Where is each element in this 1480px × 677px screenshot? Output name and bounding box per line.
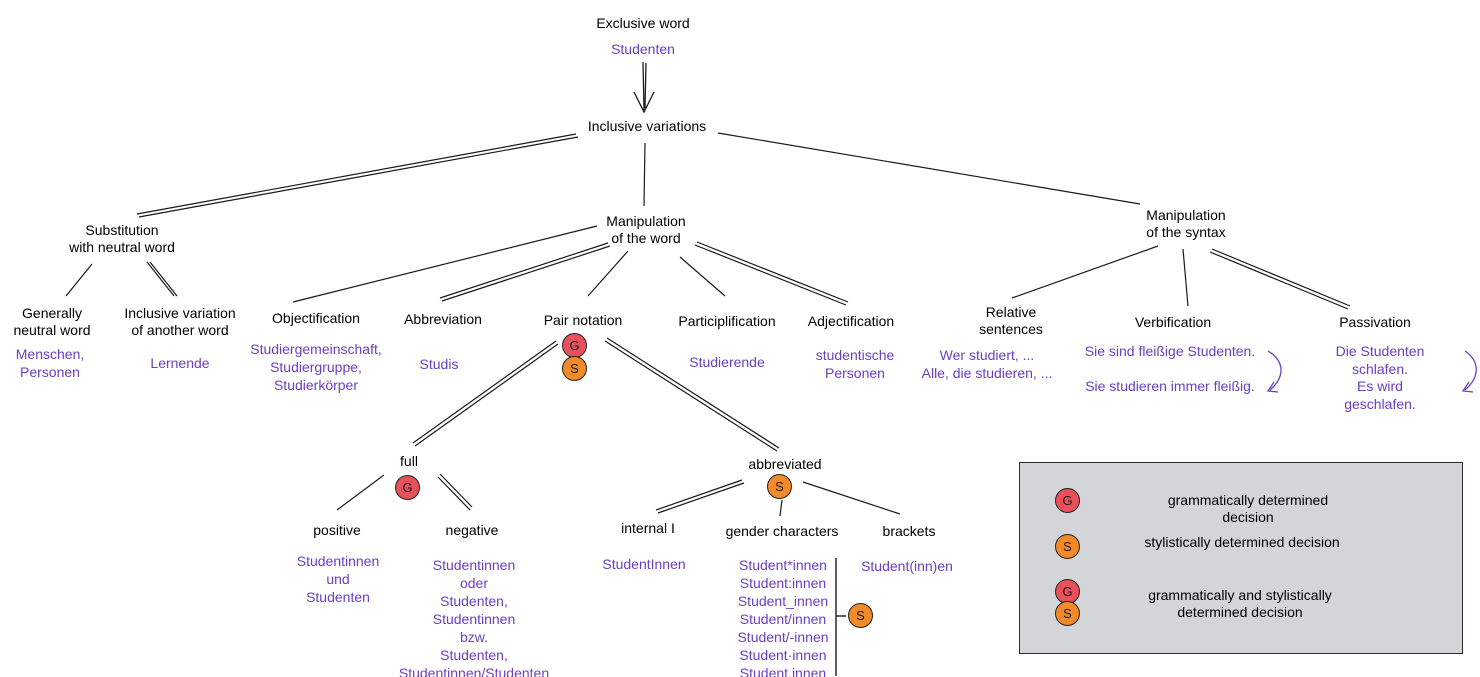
links-pair-notation — [412, 337, 780, 452]
node-inclusive-variation-other: Inclusive variation of another word — [124, 305, 236, 338]
example-adjectification: studentische Personen — [815, 347, 895, 381]
node-positive: positive — [313, 522, 361, 538]
node-participlification: Participlification — [678, 313, 776, 329]
abbreviated-s-badge: S — [767, 474, 792, 499]
example-passivation-1: Die Studenten schlafen. — [1335, 343, 1425, 377]
pair-notation-g-badge: G — [562, 333, 587, 358]
node-inclusive-variations: Inclusive variations — [587, 118, 707, 134]
links-substitution — [65, 261, 178, 297]
example-studenten: Studenten — [611, 41, 675, 57]
legend-both-s-badge: S — [1055, 601, 1080, 626]
example-relative-sentences: Wer studiert, ... Alle, die studieren, .… — [921, 347, 1053, 381]
example-positive: Studentinnen und Studenten — [296, 553, 380, 605]
arrow-exclusive-to-inclusive — [633, 61, 655, 114]
links-abbreviated — [655, 479, 901, 517]
node-objectification: Objectification — [272, 310, 360, 326]
links-full — [336, 473, 473, 511]
node-substitution: Substitution with neutral word — [69, 222, 175, 255]
example-verbification-1: Sie sind fleißige Studenten. — [1084, 343, 1256, 359]
legend-s-badge: S — [1055, 534, 1080, 559]
example-internal-i: StudentInnen — [602, 556, 686, 572]
node-pair-notation: Pair notation — [543, 312, 623, 328]
node-relative-sentences: Relative sentences — [979, 304, 1043, 337]
links-manipulation-syntax — [1011, 245, 1351, 310]
node-verbification: Verbification — [1134, 314, 1212, 330]
gender-characters-s-badge: S — [848, 603, 873, 628]
example-participlification: Studierende — [689, 354, 765, 370]
example-negative: Studentinnen oder Studenten, Studentinne… — [398, 557, 550, 677]
example-verbification-2: Sie studieren immer fleißig. — [1085, 378, 1255, 394]
node-adjectification: Adjectification — [807, 313, 895, 329]
legend-grammatical-label: grammatically determined decision — [1167, 492, 1329, 525]
node-abbreviation: Abbreviation — [404, 311, 482, 327]
example-inclusive-variation-other: Lernende — [150, 355, 210, 371]
node-gender-characters: gender characters — [725, 523, 839, 539]
example-gender-characters: Student*innen Student:innen Student_inne… — [737, 557, 829, 677]
legend-stylistic-label: stylistically determined decision — [1144, 534, 1340, 550]
legend-both-g-badge: G — [1055, 579, 1080, 604]
node-manipulation-syntax: Manipulation of the syntax — [1146, 207, 1226, 240]
node-internal-i: internal I — [621, 520, 675, 536]
example-passivation-2: Es wird geschlafen. — [1344, 378, 1416, 412]
node-negative: negative — [445, 522, 499, 538]
links-level-1 — [136, 132, 1141, 218]
full-g-badge: G — [395, 475, 420, 500]
legend-both-label: grammatically and stylistically determin… — [1148, 587, 1332, 620]
links-manipulation-word — [292, 225, 849, 306]
example-objectification: Studiergemeinschaft, Studiergruppe, Stud… — [250, 341, 382, 393]
verbification-arrow — [1266, 350, 1282, 393]
gender-characters-bracket — [835, 558, 846, 676]
passivation-arrow — [1461, 350, 1477, 393]
example-abbreviation: Studis — [419, 356, 459, 372]
pair-notation-s-badge: S — [562, 356, 587, 381]
node-abbreviated: abbreviated — [748, 456, 822, 472]
node-brackets: brackets — [882, 523, 936, 539]
legend-g-badge: G — [1055, 488, 1080, 513]
example-generally-neutral: Menschen, Personen — [15, 346, 85, 380]
legend-box: G grammatically determined decision S st… — [1019, 462, 1463, 654]
example-brackets: Student(inn)en — [861, 558, 953, 574]
node-passivation: Passivation — [1339, 314, 1411, 330]
node-generally-neutral: Generally neutral word — [13, 305, 91, 338]
node-exclusive-word: Exclusive word — [596, 15, 690, 31]
node-manipulation-word: Manipulation of the word — [606, 213, 686, 246]
node-full: full — [400, 453, 418, 469]
